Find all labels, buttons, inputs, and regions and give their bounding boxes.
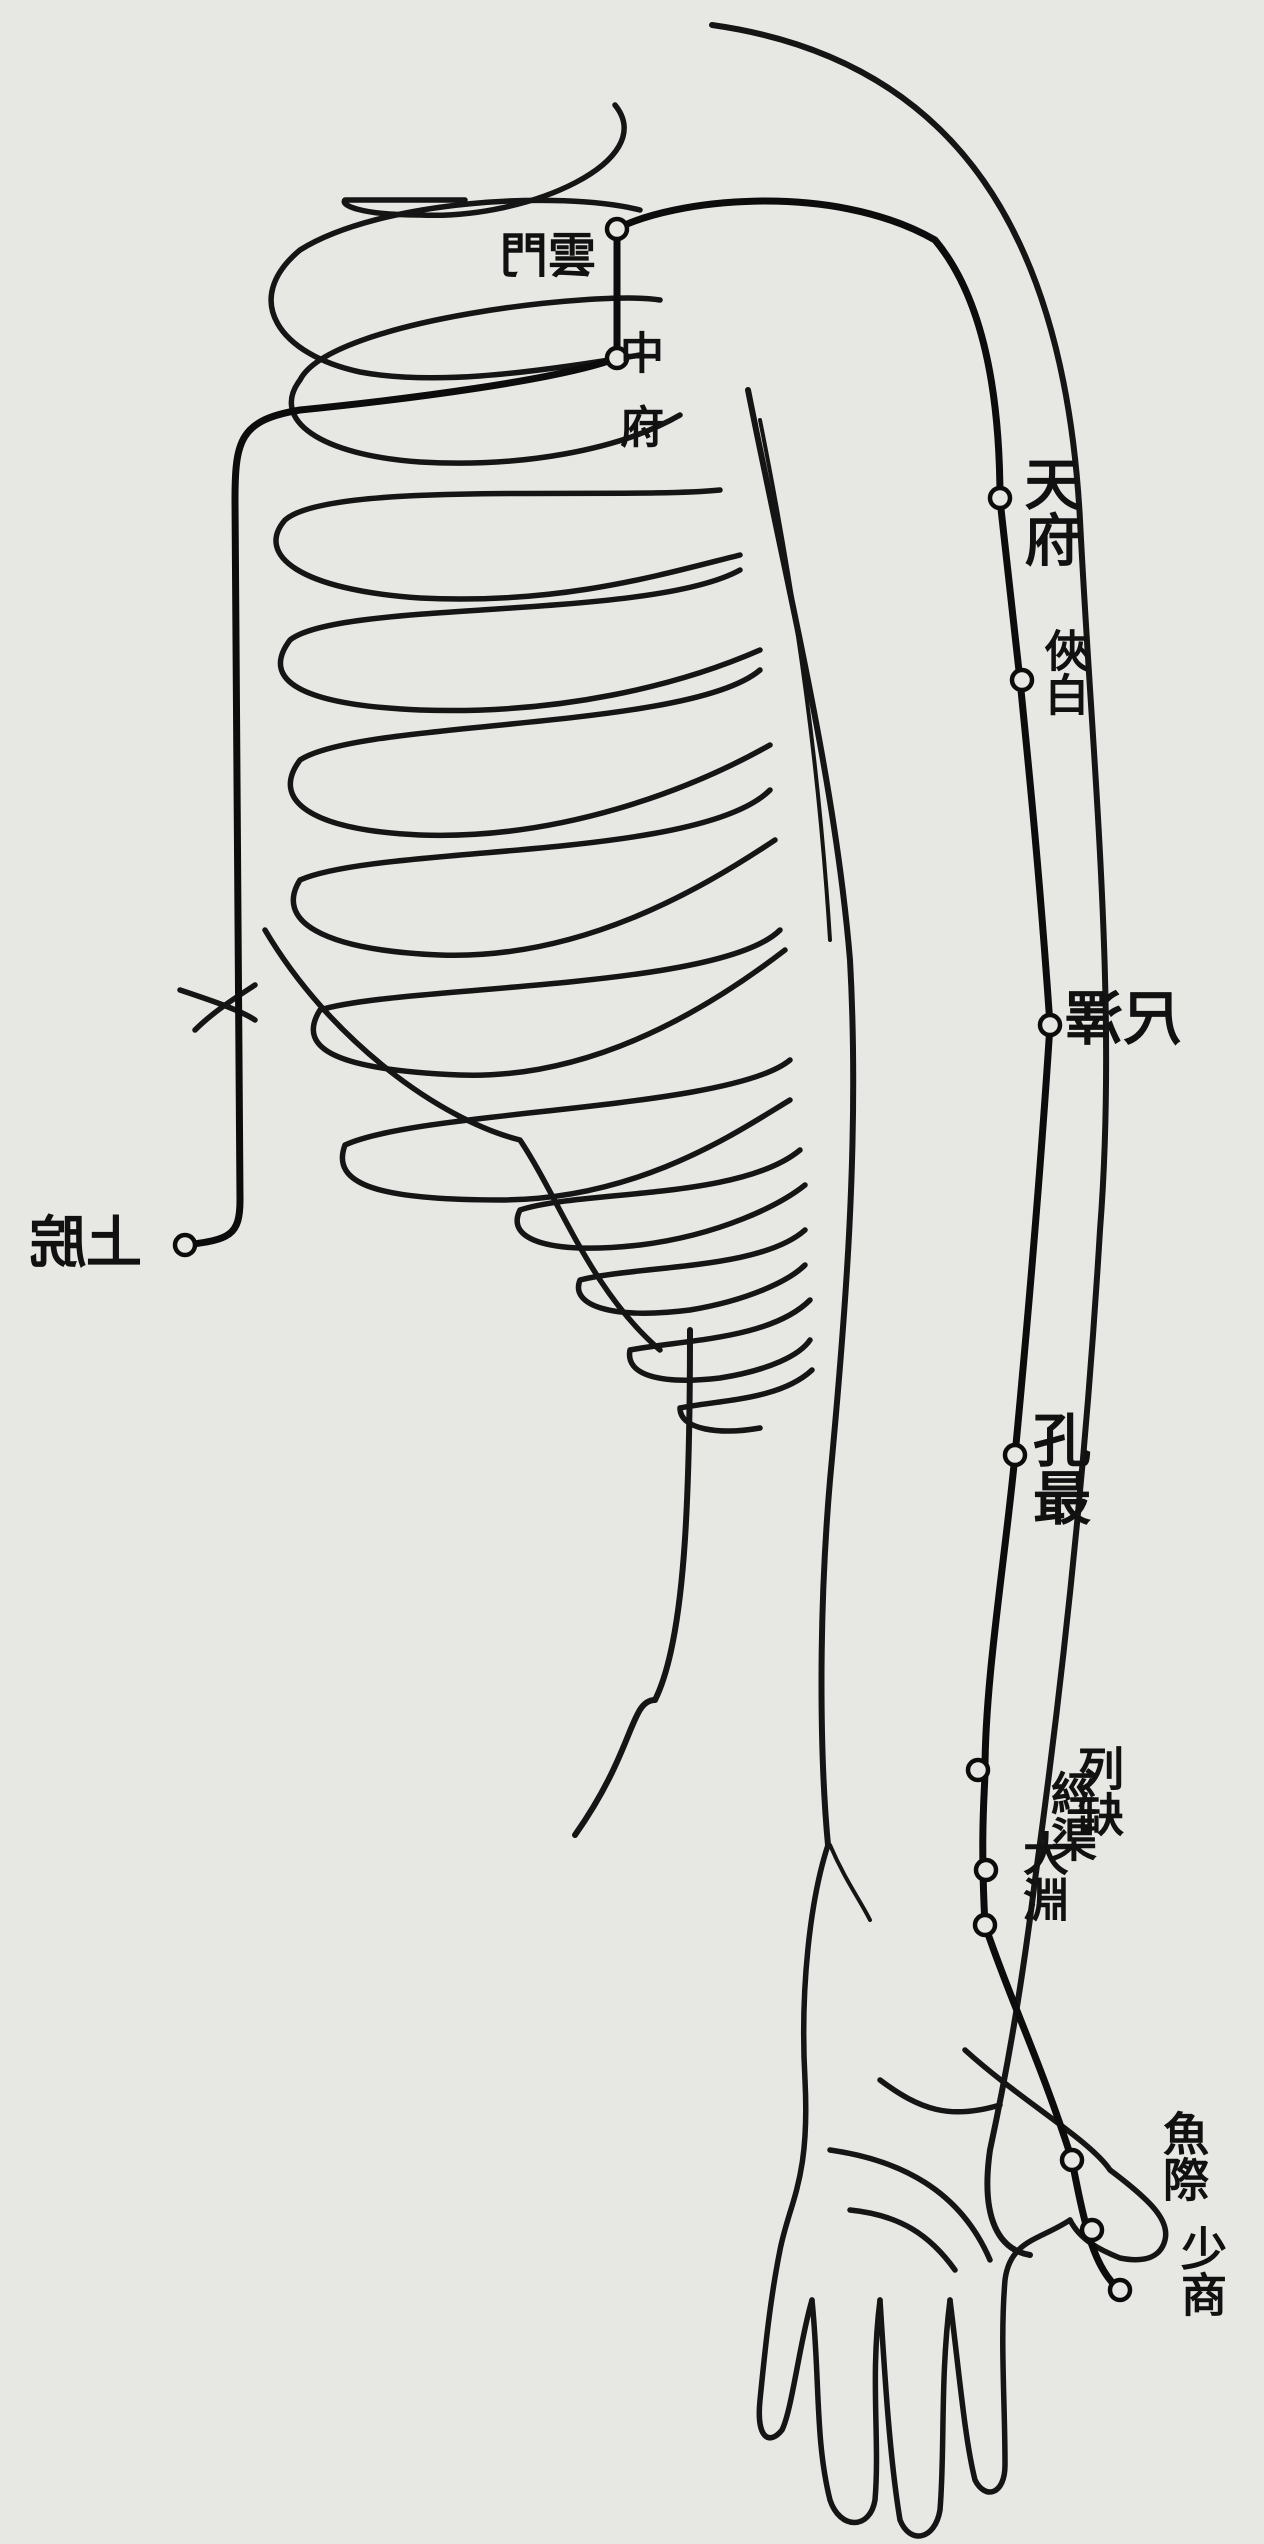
point-lieque: [968, 1760, 988, 1780]
point-shangwan: [175, 1235, 195, 1255]
hand: [759, 1845, 1165, 2536]
point-yuji: [1062, 2150, 1082, 2170]
label-shangwan: 上脘: [30, 1215, 142, 1271]
point-jingqu: [976, 1860, 996, 1880]
rib-5: [290, 670, 770, 835]
chest-side-mark: [180, 985, 255, 1030]
palm-crease-3: [880, 2080, 1000, 2112]
rib-9: [517, 1150, 805, 1248]
clavicle: [344, 105, 624, 215]
point-shaoshang: [1110, 2280, 1130, 2300]
point-taiyuan: [975, 1915, 995, 1935]
point-xiabai: [1012, 670, 1032, 690]
point-chize: [1040, 1015, 1060, 1035]
hand-finger-2: [880, 2300, 950, 2536]
label-kongzui: 孔最: [1028, 1410, 1086, 1526]
label-yuji: 魚際: [1160, 2110, 1206, 2202]
label-tianfu: 天府: [1020, 455, 1076, 567]
label-zhongfu: 中府: [615, 330, 659, 478]
point-yunmen: [607, 219, 627, 239]
hand-finger-3: [950, 2220, 1070, 2492]
hand-finger-1: [812, 2300, 880, 2523]
label-yunmen: 雲門: [500, 232, 596, 280]
rib-6: [293, 790, 775, 955]
point-xiabai-lower: [1082, 2220, 1102, 2240]
rib-1: [271, 200, 640, 378]
wrist-fold: [830, 1845, 870, 1920]
label-shaoshang: 少商: [1178, 2225, 1224, 2317]
acupoints: [175, 219, 1130, 2300]
palm-crease-1: [830, 2150, 990, 2260]
ribcage: [180, 105, 812, 1431]
label-xiabai: 俠白: [1040, 628, 1084, 716]
palm-crease-2: [850, 2210, 955, 2270]
label-taiyuan: 大淵: [1020, 1830, 1066, 1922]
rib-3: [276, 490, 740, 599]
point-tianfu: [990, 488, 1010, 508]
torso-flank: [575, 1330, 690, 1835]
label-chize: 尺澤: [1065, 990, 1181, 1048]
point-kongzui: [1005, 1445, 1025, 1465]
